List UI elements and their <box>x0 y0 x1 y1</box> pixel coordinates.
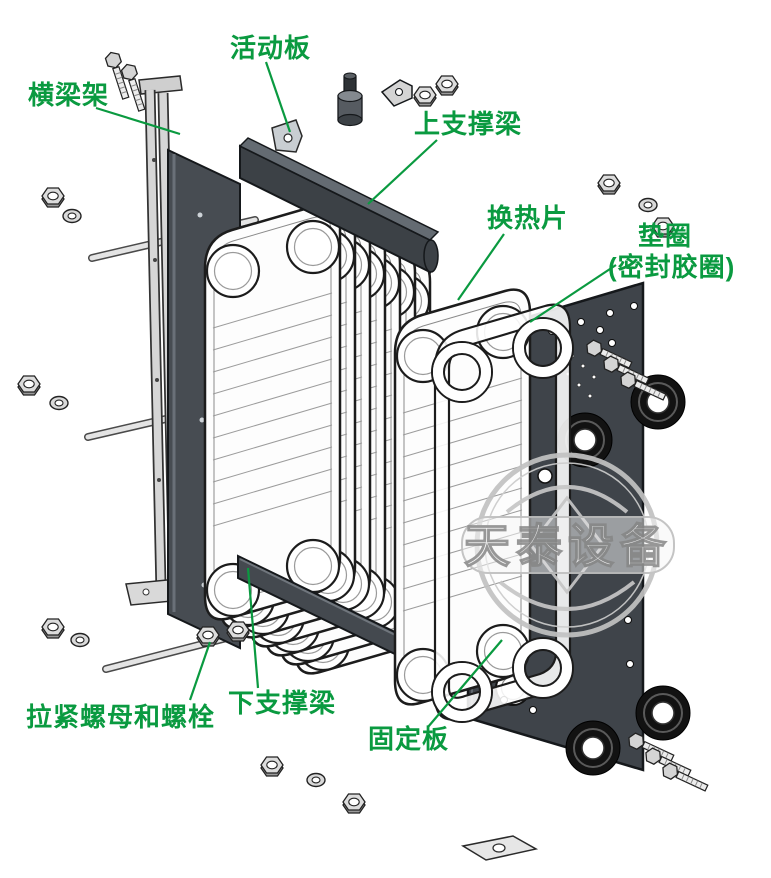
leader-heat-exchange-plate <box>457 233 505 301</box>
watermark-text: 天泰设备 <box>464 520 672 572</box>
label-beam-frame: 横梁架 <box>28 80 109 110</box>
label-tension-nuts-bolts: 拉紧螺母和螺栓 <box>26 702 215 732</box>
angle-bracket <box>380 79 413 107</box>
hanger-bracket <box>271 119 303 153</box>
plate-hole <box>537 468 553 484</box>
washer <box>638 197 658 213</box>
roller-cylinder <box>337 72 363 127</box>
tie-rod <box>102 630 246 673</box>
hex-nut <box>41 618 65 639</box>
hex-nut <box>17 375 41 396</box>
hex-nut <box>413 86 437 107</box>
bolt <box>659 760 711 796</box>
label-gasket-sub: (密封胶圈) <box>608 252 735 282</box>
watermark-badge: 天泰设备 <box>461 452 675 638</box>
leader-lines <box>95 61 617 728</box>
leader-tension-nuts-bolts <box>188 641 212 701</box>
labels: 活动板 横梁架 上支撑梁 换热片 垫圈 (密封胶圈) 拉紧螺母和螺栓 下支撑梁 … <box>26 33 735 754</box>
upper-support-beam <box>238 137 440 274</box>
washer <box>306 772 326 788</box>
label-gasket: 垫圈 <box>638 221 692 251</box>
hex-nut <box>260 756 284 777</box>
leader-fixed-plate <box>427 639 503 728</box>
rubber-port-ring <box>565 720 621 776</box>
label-heat-exchange-plate: 换热片 <box>487 203 568 233</box>
washer <box>70 632 90 648</box>
washer <box>62 208 82 224</box>
label-fixed-plate: 固定板 <box>368 724 449 754</box>
foot-pad <box>460 835 539 861</box>
leader-movable-plate <box>264 61 292 133</box>
leader-gasket <box>529 264 617 323</box>
washer <box>49 395 69 411</box>
hex-nut <box>597 174 621 195</box>
hex-nut <box>342 793 366 814</box>
hex-nut <box>41 187 65 208</box>
frame-top-bracket <box>138 75 183 95</box>
label-upper-support-beam: 上支撑梁 <box>414 109 522 139</box>
hex-nut <box>435 75 459 96</box>
rubber-port-ring <box>635 685 691 741</box>
leader-lower-support-beam <box>246 567 260 689</box>
label-lower-support-beam: 下支撑梁 <box>228 688 336 718</box>
leader-beam-frame <box>95 106 181 136</box>
label-movable-plate: 活动板 <box>230 33 311 63</box>
hex-nut <box>196 626 220 647</box>
hex-nut <box>226 621 250 642</box>
leader-upper-support-beam <box>367 139 438 205</box>
